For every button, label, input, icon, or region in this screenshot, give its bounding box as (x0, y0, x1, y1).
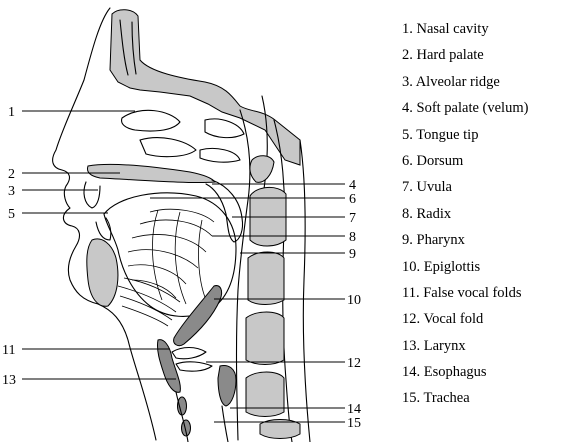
legend-item: 2. Hard palate (402, 44, 560, 70)
legend-number: 7 (402, 179, 409, 195)
legend-item: 13. Larynx (402, 335, 560, 361)
callout-number-8: 8 (349, 230, 356, 245)
legend-item: 8. Radix (402, 203, 560, 229)
legend-number: 14 (402, 364, 417, 380)
callout-number-2: 2 (8, 167, 15, 182)
legend-item: 10. Epiglottis (402, 256, 560, 282)
legend-number: 6 (402, 153, 409, 169)
legend-item: 6. Dorsum (402, 150, 560, 176)
legend-label: Vocal fold (424, 311, 484, 327)
legend-item: 4. Soft palate (velum) (402, 97, 560, 123)
callout-number-1: 1 (8, 105, 15, 120)
nasal-bone-structure (110, 10, 300, 165)
callout-number-6: 6 (349, 192, 356, 207)
legend-item: 7. Uvula (402, 176, 560, 202)
legend-number: 2 (402, 47, 409, 63)
legend: 1. Nasal cavity 2. Hard palate 3. Alveol… (402, 18, 560, 414)
upper-teeth (84, 182, 100, 208)
legend-number: 13 (402, 338, 417, 354)
legend-item: 15. Trachea (402, 387, 560, 413)
callout-number-12: 12 (347, 356, 361, 371)
legend-label: Trachea (424, 390, 470, 406)
legend-number: 5 (402, 127, 409, 143)
hyoid-muscle (118, 278, 180, 326)
legend-label: Uvula (417, 179, 452, 195)
legend-label: Esophagus (424, 364, 487, 380)
esophagus-back (222, 406, 228, 442)
legend-number: 4 (402, 100, 409, 116)
legend-label: Alveolar ridge (416, 74, 500, 90)
legend-label: Larynx (424, 338, 466, 354)
legend-item: 5. Tongue tip (402, 124, 560, 150)
legend-label: Hard palate (417, 47, 484, 63)
legend-item: 1. Nasal cavity (402, 18, 560, 44)
legend-number: 9 (402, 232, 409, 248)
trachea-ring-1 (178, 397, 187, 415)
soft-palate (206, 180, 243, 242)
callout-number-15: 15 (347, 416, 361, 431)
legend-number: 12 (402, 311, 417, 327)
vocal-folds (172, 348, 212, 372)
legend-number: 3 (402, 74, 409, 90)
callout-number-13: 13 (2, 373, 16, 388)
callout-number-9: 9 (349, 247, 356, 262)
turbinates (122, 110, 244, 162)
legend-number: 8 (402, 206, 409, 222)
tongue-muscle-fibres (128, 209, 214, 304)
legend-label: Tongue tip (416, 127, 478, 143)
lower-teeth (96, 218, 111, 240)
legend-item: 9. Pharynx (402, 229, 560, 255)
cricoid-cartilage (218, 366, 236, 406)
callout-number-14: 14 (347, 402, 361, 417)
callout-number-4: 4 (349, 178, 356, 193)
legend-label: Radix (417, 206, 452, 222)
callout-number-11: 11 (2, 343, 15, 358)
legend-item: 14. Esophagus (402, 361, 560, 387)
epiglottis (174, 286, 222, 346)
legend-label: Epiglottis (424, 259, 480, 275)
legend-label: Nasal cavity (417, 21, 489, 37)
callout-number-3: 3 (8, 184, 15, 199)
callout-number-10: 10 (347, 293, 361, 308)
legend-number: 11 (402, 285, 416, 301)
legend-number: 15 (402, 390, 417, 406)
legend-label: Dorsum (417, 153, 464, 169)
legend-label: Soft palate (velum) (417, 100, 529, 116)
legend-item: 3. Alveolar ridge (402, 71, 560, 97)
legend-item: 11. False vocal folds (402, 282, 560, 308)
callout-number-5: 5 (8, 207, 15, 222)
legend-number: 10 (402, 259, 417, 275)
legend-item: 12. Vocal fold (402, 308, 560, 334)
mandible (87, 239, 118, 306)
callout-number-7: 7 (349, 211, 356, 226)
legend-label: False vocal folds (423, 285, 521, 301)
legend-number: 1 (402, 21, 409, 37)
legend-label: Pharynx (417, 232, 465, 248)
